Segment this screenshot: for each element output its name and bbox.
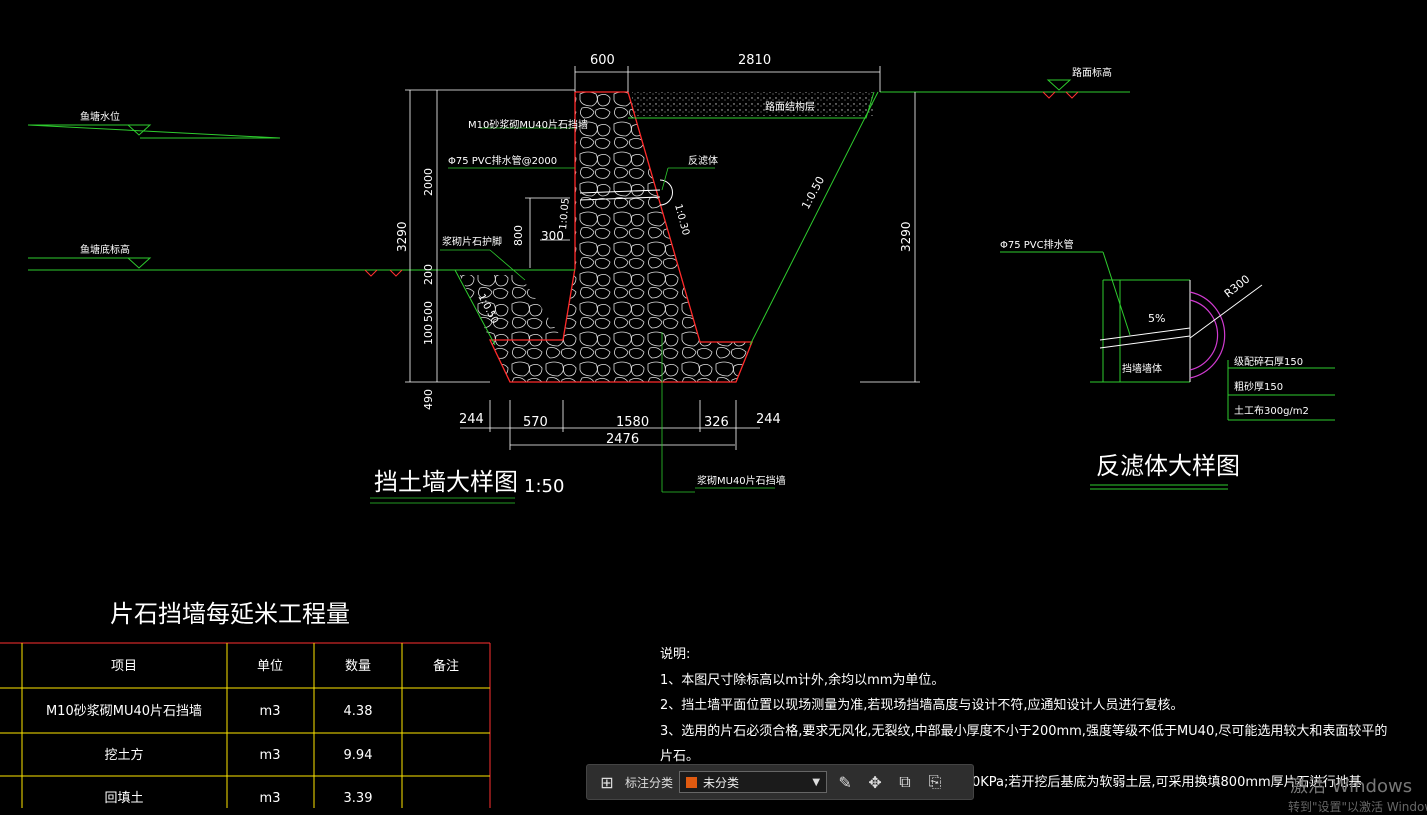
quantity-table bbox=[0, 642, 491, 808]
label-filter: 反滤体 bbox=[688, 154, 718, 167]
note-line-1: 1、本图尺寸除标高以m计外,余均以mm为单位。 bbox=[660, 672, 944, 688]
filter-detail bbox=[1000, 251, 1335, 490]
pavement-layer bbox=[632, 92, 874, 116]
dim-326: 326 bbox=[704, 415, 729, 430]
td-qty-3: 3.39 bbox=[344, 791, 373, 806]
retaining-wall-section bbox=[27, 66, 1130, 504]
label-filter-pipe: Φ75 PVC排水管 bbox=[1000, 238, 1074, 251]
td-qty-2: 9.94 bbox=[344, 748, 373, 763]
dim-244-right: 244 bbox=[756, 412, 781, 427]
dim-100: 100 bbox=[422, 324, 435, 345]
dim-800: 800 bbox=[512, 225, 525, 246]
label-toe-protect: 浆砌片石护脚 bbox=[442, 235, 502, 248]
chevron-down-icon: ▼ bbox=[812, 776, 821, 788]
label-pavement: 路面结构层 bbox=[765, 100, 815, 113]
dim-200: 200 bbox=[422, 264, 435, 285]
activation-watermark: 激活 Windows bbox=[1290, 776, 1413, 797]
wall-body bbox=[490, 92, 752, 382]
label-layer-sand: 粗砂厚150 bbox=[1234, 380, 1283, 393]
category-value: 未分类 bbox=[703, 775, 740, 790]
category-select[interactable]: 未分类 ▼ bbox=[679, 771, 828, 793]
paste-icon[interactable]: ⎘ bbox=[928, 772, 942, 791]
scale-label: 1:50 bbox=[524, 476, 564, 497]
label-road-surface: 路面标高 bbox=[1072, 66, 1112, 79]
dim-top-600: 600 bbox=[590, 53, 615, 68]
label-base: 浆砌MU40片石挡墙 bbox=[697, 474, 786, 487]
note-line-3: 3、选用的片石必须合格,要求无风化,无裂纹,中部最小厚度不小于200mm,强度等… bbox=[660, 723, 1387, 739]
note-line-4: 片石。 bbox=[660, 749, 699, 764]
td-qty-1: 4.38 bbox=[344, 704, 373, 719]
th-unit: 单位 bbox=[257, 659, 283, 674]
title-retaining-wall: 挡土墙大样图 bbox=[374, 468, 518, 496]
category-label: 标注分类 bbox=[625, 775, 674, 790]
move-icon[interactable]: ✥ bbox=[868, 772, 882, 792]
copy-icon[interactable]: ⧉ bbox=[899, 772, 911, 791]
td-unit-2: m3 bbox=[260, 748, 281, 763]
label-pipe: Φ75 PVC排水管@2000 bbox=[448, 154, 557, 167]
td-unit-3: m3 bbox=[260, 791, 281, 806]
th-qty: 数量 bbox=[345, 659, 371, 674]
edit-icon[interactable]: ✎ bbox=[838, 772, 852, 792]
label-slope-pct: 5% bbox=[1148, 312, 1165, 325]
label-layer-geotextile: 土工布300g/m2 bbox=[1234, 404, 1309, 417]
dim-490: 490 bbox=[422, 389, 435, 410]
label-layer-gravel: 级配碎石厚150 bbox=[1234, 355, 1303, 368]
dim-height-left: 3290 bbox=[395, 221, 409, 252]
label-pond-bottom: 鱼塘底标高 bbox=[80, 243, 130, 256]
dim-500: 500 bbox=[422, 301, 435, 322]
dim-1580: 1580 bbox=[616, 415, 649, 430]
dim-244-left: 244 bbox=[459, 412, 484, 427]
dim-top-2810: 2810 bbox=[738, 53, 771, 68]
th-note: 备注 bbox=[433, 658, 459, 674]
activation-watermark-sub: 转到"设置"以激活 Windows。 bbox=[1288, 800, 1427, 814]
note-line-5: 0KPa;若开挖后基底为软弱土层,可采用换填800mm厚片石进行地基 bbox=[972, 774, 1362, 790]
grid-icon[interactable]: ⊞ bbox=[600, 772, 614, 792]
dim-570: 570 bbox=[523, 415, 548, 430]
dim-2476: 2476 bbox=[606, 432, 639, 447]
slope-1-005: 1:0.05 bbox=[558, 197, 572, 230]
th-item: 项目 bbox=[111, 659, 137, 674]
table-title: 片石挡墙每延米工程量 bbox=[110, 600, 350, 628]
annotation-toolbar: ⊞ 标注分类 未分类 ▼ ✎ ✥ ⧉ ⎘ bbox=[586, 764, 974, 800]
notes-heading: 说明: bbox=[660, 647, 690, 662]
label-wall-material: M10砂浆砌MU40片石挡墙 bbox=[468, 118, 588, 131]
td-unit-1: m3 bbox=[260, 704, 281, 719]
toe-protection bbox=[460, 275, 563, 340]
label-wall-body: 挡墙墙体 bbox=[1122, 362, 1162, 375]
dim-300: 300 bbox=[541, 229, 564, 243]
td-item-3: 回填土 bbox=[104, 791, 143, 806]
label-radius: R300 bbox=[1222, 272, 1253, 300]
td-item-2: 挖土方 bbox=[104, 747, 143, 763]
td-item-1: M10砂浆砌MU40片石挡墙 bbox=[46, 704, 202, 719]
dim-height-right: 3290 bbox=[899, 221, 913, 252]
category-color-swatch bbox=[686, 776, 698, 788]
slope-1-050-right: 1:0.50 bbox=[799, 174, 827, 211]
title-filter-detail: 反滤体大样图 bbox=[1096, 452, 1240, 480]
note-line-2: 2、挡土墙平面位置以现场测量为准,若现场挡墙高度与设计不符,应通知设计人员进行复… bbox=[660, 697, 1184, 713]
dim-2000: 2000 bbox=[422, 168, 435, 196]
slope-1-030: 1:0.30 bbox=[672, 203, 691, 237]
label-normal-water: 鱼塘水位 bbox=[80, 110, 120, 123]
